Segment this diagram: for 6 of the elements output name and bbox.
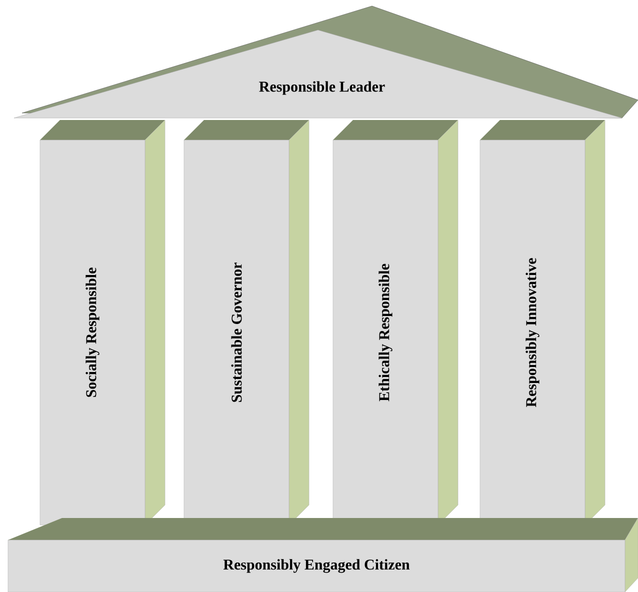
pillar: Socially Responsible [40,120,166,526]
pillar: Responsibly Innovative [480,120,606,526]
pillar: Ethically Responsible [332,120,458,526]
roof: Responsible Leader [14,6,638,118]
base-step: Responsibly Engaged Citizen [8,518,638,592]
pillar: Sustainable Governor [184,120,310,526]
